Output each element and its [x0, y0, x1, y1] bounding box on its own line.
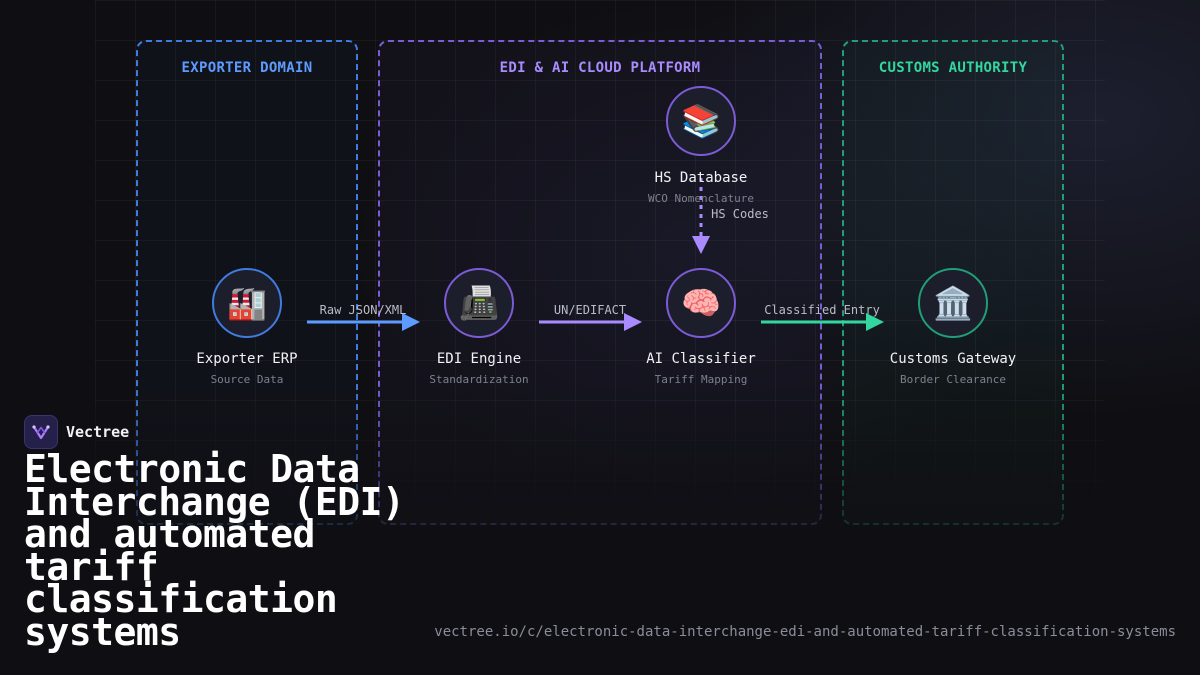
edge-ai-to-customs: [761, 313, 884, 331]
node-label-ai-classifier: AI Classifier: [646, 351, 756, 367]
node-label-edi-engine: EDI Engine: [436, 351, 522, 367]
bottom-fade-overlay: [0, 380, 1200, 675]
edge-hs-to-ai: [692, 178, 710, 254]
brain-icon: 🧠: [666, 268, 736, 338]
books-icon: 📚: [666, 86, 736, 156]
edge-edi-to-ai: [539, 313, 642, 331]
zone-exporter-title: EXPORTER DOMAIN: [181, 60, 313, 76]
vectree-logo-icon: [24, 415, 58, 449]
node-sub-hs-database: WCO Nomenclature: [648, 192, 754, 205]
node-label-hs-database: HS Database: [654, 170, 748, 186]
edge-label-un-edifact: UN/EDIFACT: [553, 303, 627, 317]
edge-label-classified-entry: Classified Entry: [764, 303, 880, 317]
node-label-exporter-erp: Exporter ERP: [196, 351, 298, 367]
brand: Vectree: [24, 415, 129, 449]
zone-customs-title: CUSTOMS AUTHORITY: [878, 60, 1028, 76]
node-label-customs-gateway: Customs Gateway: [889, 351, 1017, 367]
classical-building-icon: 🏛️: [918, 268, 988, 338]
edge-erp-to-edi: [307, 313, 420, 331]
zone-cloud-title: EDI & AI CLOUD PLATFORM: [499, 60, 701, 76]
fax-machine-icon: 📠: [444, 268, 514, 338]
factory-icon: 🏭: [212, 268, 282, 338]
edge-label-raw-json-xml: Raw JSON/XML: [319, 303, 407, 317]
page-url[interactable]: vectree.io/c/electronic-data-interchange…: [434, 624, 1176, 640]
brand-name: Vectree: [66, 423, 130, 441]
page-title: Electronic Data Interchange (EDI) and au…: [24, 447, 405, 654]
edge-label-hs-codes: HS Codes: [711, 207, 769, 221]
